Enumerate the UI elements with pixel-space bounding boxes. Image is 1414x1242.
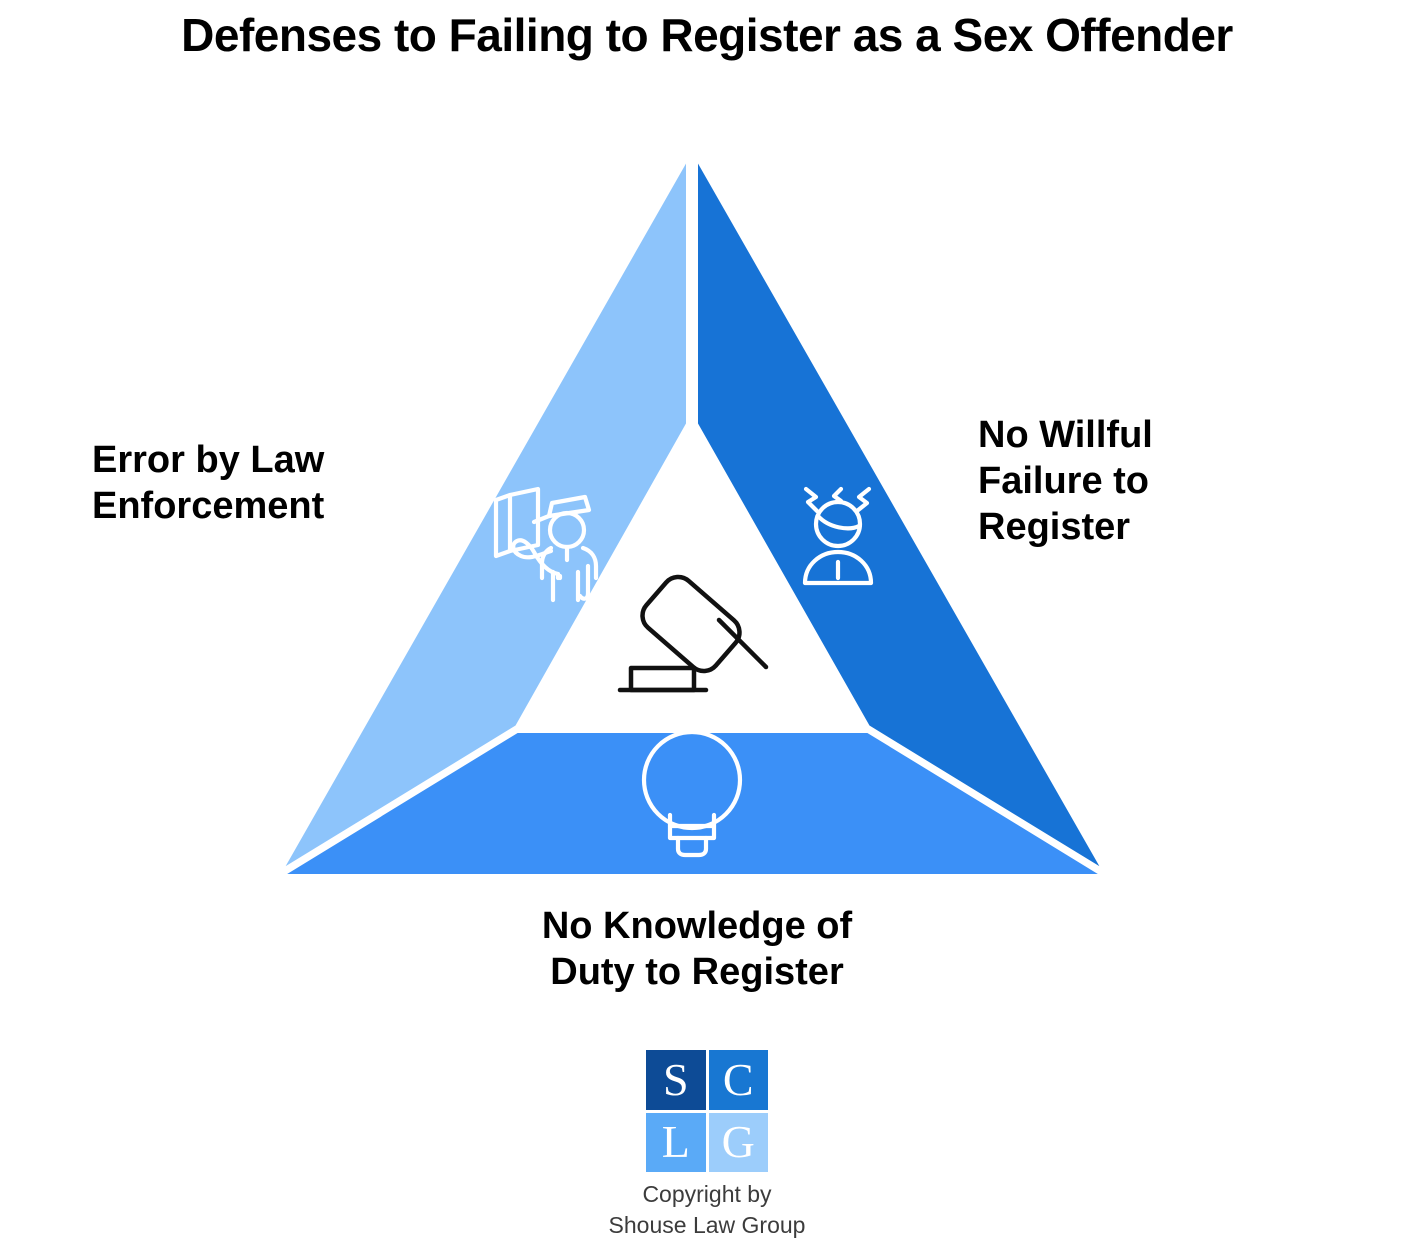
label-right-line-2: Failure to: [978, 460, 1150, 502]
lightbulb-icon: [641, 729, 743, 858]
copyright-notice: Copyright by Shouse Law Group: [609, 1179, 806, 1241]
copyright-line-1: Copyright by: [642, 1181, 772, 1207]
label-bottom-line-2: Duty to Register: [550, 951, 844, 993]
label-right-line-3: Register: [978, 506, 1131, 548]
label-no-willful-failure-to-register: No Willful Failure to Register: [978, 412, 1308, 550]
segment-bottom-no-knowledge-of-duty[interactable]: [278, 729, 1107, 878]
police-officer-with-file-icon: [493, 486, 599, 603]
label-bottom-line-1: No Knowledge of: [541, 905, 853, 947]
triangle-diagram: [278, 154, 1107, 878]
label-no-knowledge-of-duty-to-register: No Knowledge of Duty to Register: [357, 903, 1037, 995]
label-left-line-2: Enforcement: [92, 485, 325, 527]
shouse-law-group-logo: S C L G: [646, 1050, 768, 1172]
logo-cell-c: C: [708, 1050, 768, 1110]
logo-cell-l: L: [646, 1112, 706, 1172]
inner-triangle-center: [517, 424, 868, 727]
label-right-line-1: No Willful: [978, 414, 1153, 456]
label-error-by-law-enforcement: Error by Law Enforcement: [92, 437, 452, 529]
logo-cell-g: G: [708, 1112, 768, 1172]
copyright-line-2: Shouse Law Group: [608, 1212, 806, 1238]
gavel-icon: [617, 574, 769, 693]
stressed-person-icon: [802, 486, 874, 586]
label-left-line-1: Error by Law: [92, 439, 325, 481]
logo-cell-s: S: [646, 1050, 706, 1110]
page-title: Defenses to Failing to Register as a Sex…: [181, 9, 1233, 61]
logo-block: S C L G Copyright by Shouse Law Group: [0, 1050, 1414, 1241]
